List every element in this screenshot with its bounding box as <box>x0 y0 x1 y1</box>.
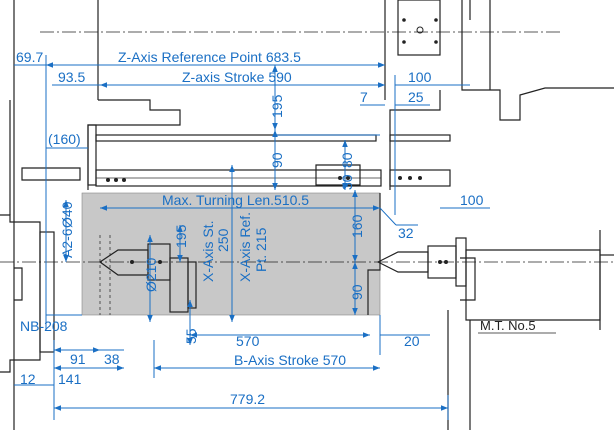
dim-text-z-ref-point: Z-Axis Reference Point 683.5 <box>118 49 301 65</box>
dim-text-dia-210: Ø210 <box>143 258 159 292</box>
left-guide-rail <box>87 124 97 186</box>
dim-text-x-axis-ref-val: Pt. 215 <box>253 227 269 272</box>
left-chuck-body <box>39 231 55 353</box>
dim-text-thirtytwo: 32 <box>398 225 414 241</box>
bolt-hole <box>408 176 412 180</box>
dim-text-paren-160: (160) <box>48 131 81 147</box>
work-zone <box>81 192 381 316</box>
dim-text-x-axis-st: X-Axis St. <box>200 221 216 282</box>
dim-text-dia-40: Ø40 <box>59 201 75 228</box>
dim-text-z-ref-offset: 69.7 <box>16 49 43 65</box>
bolt-hole <box>434 18 438 22</box>
dim-text-x-axis-ref: X-Axis Ref. <box>237 212 253 282</box>
dim-text-one-forty-one: 141 <box>58 371 82 387</box>
tailstock-inner <box>460 257 476 301</box>
dim-text-x-axis-st-val: 250 <box>215 228 231 252</box>
right-slide <box>389 169 451 187</box>
upper-tool-post <box>87 99 181 190</box>
dim-text-five-seventy: 570 <box>236 333 260 349</box>
dim-text-twenty: 20 <box>404 333 420 349</box>
bolt-hole <box>122 178 126 182</box>
bolt-hole <box>338 176 342 180</box>
dim-text-z-stroke: Z-axis Stroke 590 <box>182 69 292 85</box>
dim-text-right-100-mid: 100 <box>460 192 484 208</box>
bolt-hole <box>402 40 406 44</box>
tailstock-quill <box>465 249 601 321</box>
right-rail <box>389 134 451 142</box>
right-guide <box>389 90 441 190</box>
dim-text-195-left: 195 <box>173 224 189 248</box>
dim-text-b-axis: B-Axis Stroke 570 <box>234 352 346 368</box>
work-zone-right-wall <box>367 193 381 315</box>
dim-text-fifty-five: 55 <box>183 328 199 344</box>
right-upper-block <box>397 0 441 56</box>
dim-text-nb: NB-208 <box>20 318 68 334</box>
dim-text-90-lower: 90 <box>349 284 365 300</box>
dim-thirtytwo-leader <box>379 207 397 226</box>
dim-text-160: 160 <box>349 214 365 238</box>
dim-text-195-top: 195 <box>269 94 285 118</box>
dim-text-90-upper: 90 <box>269 152 285 168</box>
dim-text-twentyfive: 25 <box>408 89 424 105</box>
bolt-hole <box>398 176 402 180</box>
left-spindle-housing <box>0 214 41 373</box>
dim-text-thirty-eight: 38 <box>104 351 120 367</box>
dim-text-twelve: 12 <box>20 371 36 387</box>
right-upper-profile <box>461 0 614 121</box>
dim-text-seven: 7 <box>360 89 368 105</box>
dim-text-ninety-one: 91 <box>70 351 86 367</box>
left-tool-holder <box>21 167 81 181</box>
bolt-hole <box>418 176 422 180</box>
dim-text-right-100-top: 100 <box>408 69 432 85</box>
dim-text-80: 80 <box>339 152 355 168</box>
left-spindle-nose <box>14 267 23 301</box>
bolt-hole <box>434 40 438 44</box>
dim-text-max-turning: Max. Turning Len.510.5 <box>162 192 309 208</box>
bolt-hole <box>114 178 118 182</box>
bolt-hole <box>402 18 406 22</box>
bolt-hole <box>106 178 110 182</box>
upper-rail <box>95 134 377 142</box>
dim-text-z-stroke-offset: 93.5 <box>58 69 85 85</box>
dim-text-overall: 779.2 <box>230 391 265 407</box>
mt-label: M.T. No.5 <box>480 318 536 333</box>
dim-text-30: 30 <box>339 174 355 190</box>
bolt-hole <box>416 26 424 34</box>
dim-text-a2: A2-6 <box>59 228 75 258</box>
